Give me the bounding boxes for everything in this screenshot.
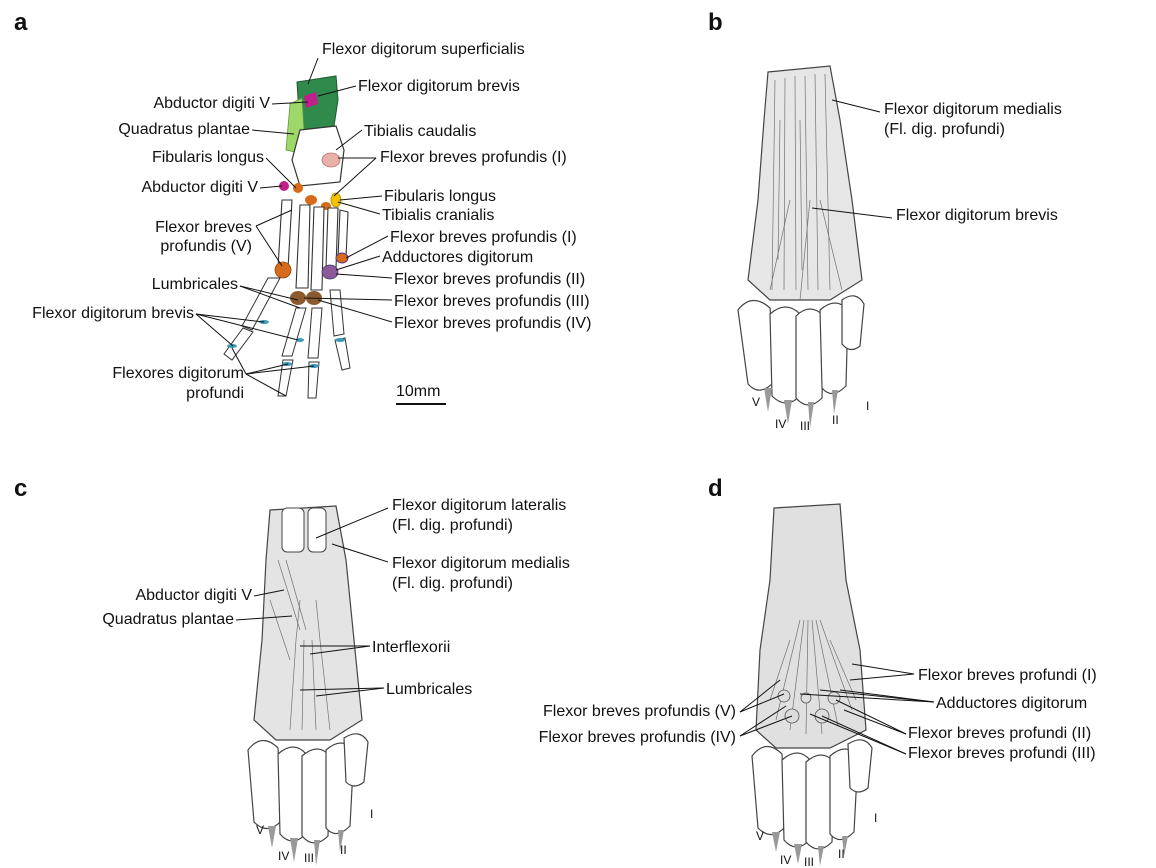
label-b-fdm-line1: Flexor digitorum medialis (884, 101, 1062, 118)
label-a-flexores-digitorum-line2: profundi (186, 385, 244, 402)
label-a-flexor-digitorum-brevis-top: Flexor digitorum brevis (358, 78, 520, 95)
digit-c-ii: II (340, 843, 347, 857)
digit-d-iv: IV (780, 853, 791, 867)
label-a-abductor-digiti-v-top: Abductor digiti V (153, 95, 270, 112)
panel-letter-d: d (708, 475, 723, 502)
label-b-flexor-digitorum-brevis: Flexor digitorum brevis (896, 207, 1058, 224)
label-a-flexor-digitorum-superficialis: Flexor digitorum superficialis (322, 41, 525, 58)
label-b-fdm-line2: (Fl. dig. profundi) (884, 121, 1005, 138)
label-a-flexor-breves-profundis-iii: Flexor breves profundis (III) (394, 293, 590, 310)
digit-c-v: V (256, 823, 264, 837)
panel-letter-b: b (708, 9, 723, 36)
label-a-flexor-breves-v-line1: Flexor breves (155, 219, 252, 236)
label-a-flexor-breves-v-line2: profundis (V) (160, 238, 252, 255)
digit-c-iv: IV (278, 849, 289, 863)
digit-b-v: V (752, 395, 760, 409)
panel-b-foot-illustration (738, 66, 864, 428)
label-d-flexor-breves-profundi-ii: Flexor breves profundi (II) (908, 725, 1091, 742)
label-a-fibularis-longus-right: Fibularis longus (384, 188, 496, 205)
label-c-quadratus-plantae: Quadratus plantae (102, 611, 234, 628)
panel-a: a (14, 9, 591, 404)
panel-b: b Flexo (708, 9, 1062, 433)
fbp-v-muscle (275, 262, 291, 278)
label-c-fdm-line1: Flexor digitorum medialis (392, 555, 570, 572)
panel-c-foot-illustration (248, 506, 368, 866)
label-a-fibularis-longus-left: Fibularis longus (152, 149, 264, 166)
fbp-ii-muscle (322, 265, 338, 279)
label-c-lumbricales: Lumbricales (386, 681, 472, 698)
panel-letter-a: a (14, 9, 28, 36)
panel-letter-c: c (14, 475, 27, 502)
digit-d-i: I (874, 811, 877, 825)
label-a-tibialis-cranialis: Tibialis cranialis (382, 207, 494, 224)
label-d-flexor-breves-profundis-v: Flexor breves profundis (V) (543, 703, 736, 720)
digit-b-iii: III (800, 419, 810, 433)
foot-c-tendon-lateral (282, 508, 304, 552)
label-a-tibialis-caudalis: Tibialis caudalis (364, 123, 476, 140)
foot-d-digit-pads (752, 740, 872, 849)
tarsal-orange-1 (305, 195, 317, 205)
foot-d-outline (756, 504, 866, 748)
digit-c-iii: III (304, 851, 314, 865)
label-c-fdl-line2: (Fl. dig. profundi) (392, 517, 513, 534)
digit-b-i: I (866, 399, 869, 413)
digit-c-i: I (370, 807, 373, 821)
fibularis-longus-muscle (331, 193, 341, 207)
foot-b-digit-pads (738, 296, 864, 405)
foot-c-digit-pads (248, 734, 368, 843)
label-a-flexor-breves-profundis-ii: Flexor breves profundis (II) (394, 271, 585, 288)
label-a-flexor-digitorum-brevis-low: Flexor digitorum brevis (32, 305, 194, 322)
panel-d-foot-illustration (752, 504, 872, 866)
fibularis-longus-orange-left (293, 183, 303, 193)
label-d-adductores-digitorum: Adductores digitorum (936, 695, 1087, 712)
label-c-fdl-line1: Flexor digitorum lateralis (392, 497, 566, 514)
digit-d-iii: III (804, 855, 814, 868)
label-a-flexor-breves-profundis-i-mid: Flexor breves profundis (I) (390, 229, 577, 246)
label-a-flexor-breves-profundis-i-top: Flexor breves profundis (I) (380, 149, 567, 166)
label-d-flexor-breves-profundi-iii: Flexor breves profundi (III) (908, 745, 1096, 762)
label-a-adductores-digitorum: Adductores digitorum (382, 249, 533, 266)
label-a-flexores-digitorum-line1: Flexores digitorum (112, 365, 244, 382)
label-c-fdm-line2: (Fl. dig. profundi) (392, 575, 513, 592)
digit-d-ii: II (838, 847, 845, 861)
foot-c-tendon-medial (308, 508, 326, 552)
label-a-flexor-breves-profundis-iv: Flexor breves profundis (IV) (394, 315, 591, 332)
fbp-iii-muscle (290, 291, 306, 305)
panel-c: c (14, 475, 570, 866)
label-a-quadratus-plantae: Quadratus plantae (118, 121, 250, 138)
metatarsals (278, 200, 348, 290)
label-d-flexor-breves-profundis-iv: Flexor breves profundis (IV) (539, 729, 736, 746)
tibialis-caudalis-muscle (322, 153, 340, 167)
scale-bar-label: 10mm (396, 383, 440, 400)
digit-b-iv: IV (775, 417, 786, 431)
scale-bar: 10mm (396, 383, 446, 404)
label-c-interflexorii: Interflexorii (372, 639, 450, 656)
label-a-lumbricales: Lumbricales (152, 276, 238, 293)
label-a-abductor-digiti-v-mid: Abductor digiti V (141, 179, 258, 196)
foot-b-outline (748, 66, 862, 300)
digit-d-v: V (756, 829, 764, 843)
label-c-abductor-digiti-v: Abductor digiti V (135, 587, 252, 604)
panel-b-labels: Flexor digitorum medialis (Fl. dig. prof… (884, 101, 1062, 224)
label-d-flexor-breves-profundi-i: Flexor breves profundi (I) (918, 667, 1097, 684)
panel-d: d (539, 475, 1097, 868)
digit-b-ii: II (832, 413, 839, 427)
